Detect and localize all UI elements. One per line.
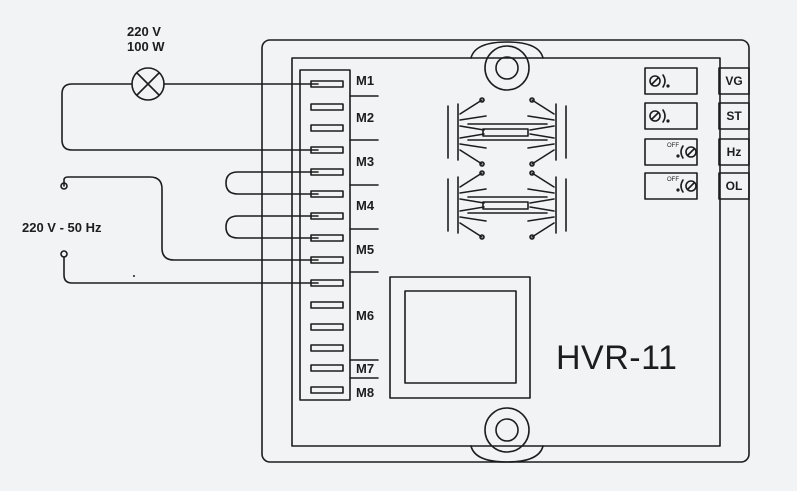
terminal-screw xyxy=(310,386,344,394)
terminal-screw xyxy=(310,364,344,372)
adjuster-panel xyxy=(644,67,750,200)
terminal-label-m3: M3 xyxy=(356,154,375,169)
terminal-screw xyxy=(310,103,344,111)
jumper-wires xyxy=(225,171,319,239)
terminal-separators xyxy=(349,95,379,379)
mounting-hole-bottom xyxy=(470,407,544,463)
heat-sink-lower xyxy=(447,170,567,240)
adjuster-ol xyxy=(644,172,698,200)
lamp-power-label: 100 W xyxy=(127,39,165,54)
terminal-label-m4: M4 xyxy=(356,198,375,213)
ink-speck xyxy=(133,275,135,277)
indicator-label-ol: OL xyxy=(725,179,743,193)
terminal-screw xyxy=(310,323,344,331)
terminal-screw xyxy=(310,301,344,309)
mounting-hole-top xyxy=(470,41,544,91)
terminal-block xyxy=(299,69,351,401)
indicator-label-st: ST xyxy=(726,109,742,123)
terminal-label-m1: M1 xyxy=(356,73,375,88)
indicator-label-vg: VG xyxy=(725,74,743,88)
terminal-screw xyxy=(310,124,344,132)
terminal-label-m8: M8 xyxy=(356,385,375,400)
terminal-label-m2: M2 xyxy=(356,110,375,125)
terminal-label-m6: M6 xyxy=(356,308,375,323)
terminal-screw xyxy=(310,344,344,352)
model-label: HVR-11 xyxy=(556,339,678,377)
regulator-inner-frame xyxy=(291,57,721,447)
terminal-label-m7: M7 xyxy=(356,361,375,376)
lamp-wiring xyxy=(61,83,319,151)
lamp-voltage-label: 220 V xyxy=(127,24,161,39)
adjuster-ol-off-label: OFF xyxy=(667,177,679,183)
adjuster-hz-off-label: OFF xyxy=(667,143,679,149)
adjuster-hz xyxy=(644,138,698,166)
adjuster-vg xyxy=(644,67,698,95)
supply-label: 220 V - 50 Hz xyxy=(22,220,102,235)
supply-wiring xyxy=(60,176,319,284)
terminal-label-m5: M5 xyxy=(356,242,375,257)
adjuster-st xyxy=(644,102,698,130)
heat-sink-upper xyxy=(447,97,567,167)
lamp-icon xyxy=(131,67,165,101)
indicator-label-hz: Hz xyxy=(726,145,742,159)
transformer xyxy=(389,276,531,399)
